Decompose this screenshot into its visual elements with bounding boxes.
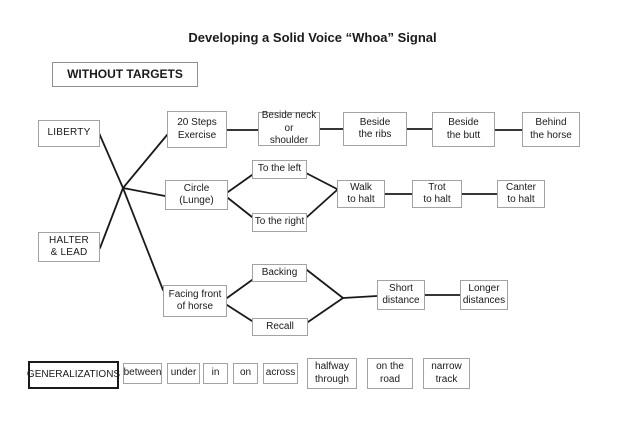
word-narrow-track: narrow track — [423, 358, 470, 389]
word-under: under — [167, 363, 200, 384]
node-behind-the-horse: Behind the horse — [522, 112, 580, 147]
node-20-steps-exercise: 20 Steps Exercise — [167, 111, 227, 148]
node-liberty: LIBERTY — [38, 120, 100, 147]
page-title: Developing a Solid Voice “Whoa” Signal — [188, 30, 437, 45]
without-targets-box: WITHOUT TARGETS — [52, 62, 198, 87]
word-across: across — [263, 363, 298, 384]
node-halter-lead: HALTER & LEAD — [38, 232, 100, 262]
node-canter-to-halt: Canter to halt — [497, 180, 545, 208]
node-to-the-right: To the right — [252, 213, 307, 232]
node-to-the-left: To the left — [252, 160, 307, 179]
node-trot-to-halt: Trot to halt — [412, 180, 462, 208]
node-facing-front-of-horse: Facing front of horse — [163, 285, 227, 317]
node-short-distance: Short distance — [377, 280, 425, 310]
word-in: in — [203, 363, 228, 384]
node-walk-to-halt: Walk to halt — [337, 180, 385, 208]
generalizations-box: GENERALIZATIONS — [27, 361, 120, 389]
word-on: on — [233, 363, 258, 384]
node-recall: Recall — [252, 318, 308, 336]
node-beside-the-ribs: Beside the ribs — [343, 112, 407, 146]
word-halfway-through: halfway through — [307, 358, 357, 389]
word-between: between — [123, 363, 162, 384]
node-circle-lunge: Circle (Lunge) — [165, 180, 228, 210]
node-backing: Backing — [252, 264, 307, 282]
node-longer-distances: Longer distances — [460, 280, 508, 310]
node-beside-neck-or-shoulder: Beside neck or shoulder — [258, 110, 320, 146]
word-on-the-road: on the road — [367, 358, 413, 389]
node-beside-the-butt: Beside the butt — [432, 112, 495, 147]
